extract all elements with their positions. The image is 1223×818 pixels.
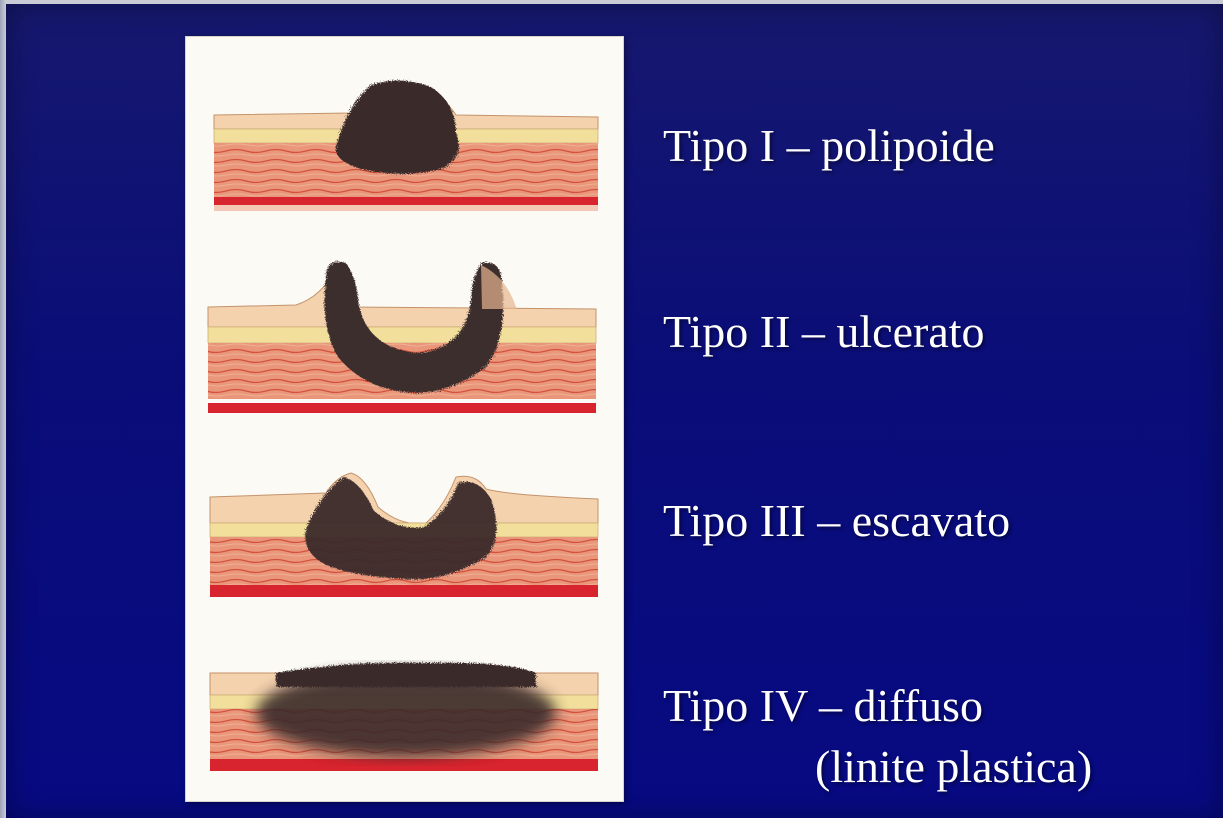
type-4-sublabel: (linite plastica) (815, 744, 1092, 790)
ulcerated-tumor-illustration (208, 262, 596, 413)
illustration-svg (186, 37, 623, 801)
excavated-tumor-illustration (210, 473, 598, 597)
type-4-label: Tipo IV – diffuso (663, 683, 983, 729)
illustration-panel (185, 36, 624, 802)
type-3-label: Tipo III – escavato (663, 498, 1010, 544)
type-2-label: Tipo II – ulcerato (663, 309, 985, 355)
diffuse-tumor-illustration (210, 663, 598, 771)
type-1-label: Tipo I – polipoide (663, 123, 995, 169)
polypoid-tumor-illustration (214, 80, 598, 211)
